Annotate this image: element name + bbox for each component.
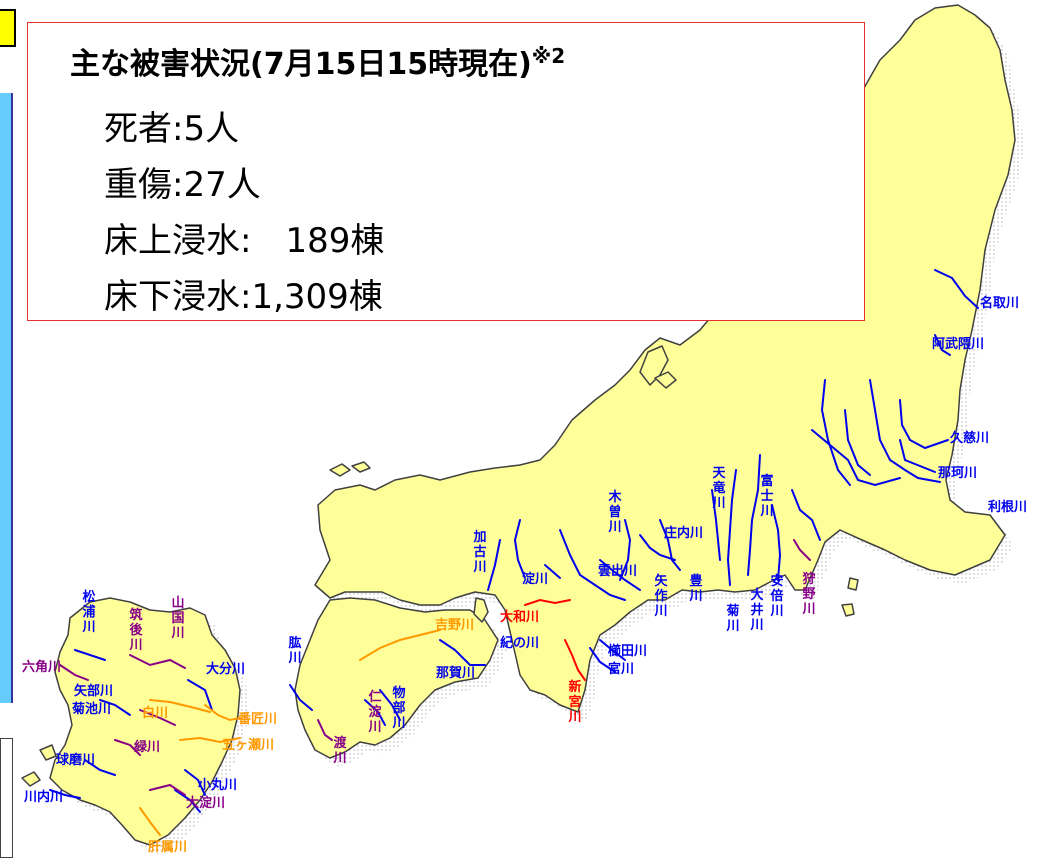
- river-label-hiji: 肱川: [288, 636, 302, 666]
- river-label-shingu: 新宮川: [568, 680, 582, 725]
- river-label-kimotsuki: 肝属川: [148, 840, 188, 855]
- izu-island-2: [841, 603, 855, 617]
- river-label-kiso: 木曽川: [608, 490, 622, 535]
- izu-island-1: [847, 577, 859, 591]
- damage-above-floor-flooding: 床上浸水: 189棟: [104, 221, 385, 261]
- rivers-blue: [49, 269, 979, 813]
- rivers-red: [524, 598, 586, 681]
- river-label-monobe: 物部川: [392, 686, 406, 731]
- river-label-shonai: 庄内川: [664, 526, 704, 541]
- river-label-kano: 狩野川: [802, 572, 816, 617]
- damage-below-floor-flooding: 床下浸水:1,309棟: [104, 277, 383, 317]
- river-label-watari: 渡川: [333, 736, 347, 766]
- noto-peninsula: [639, 345, 669, 386]
- river-label-kino: 紀の川: [500, 636, 540, 651]
- koshiki-islands: [21, 771, 41, 787]
- river-label-abe: 安倍川: [770, 574, 784, 619]
- damage-serious-injuries: 重傷:27人: [104, 165, 261, 205]
- river-label-kikugawa: 菊川: [726, 604, 740, 634]
- oki-islands: [329, 461, 371, 477]
- rivers-orange: [139, 629, 441, 836]
- left-side-panel: [0, 93, 13, 703]
- river-label-kumozu: 雲出川: [598, 564, 638, 579]
- river-label-yabe: 矢部川: [74, 684, 114, 699]
- river-label-kikuchi: 菊池川: [72, 702, 112, 717]
- rivers-purple: [59, 539, 811, 796]
- kyushu: [49, 597, 241, 846]
- river-label-omaru: 小丸川: [198, 778, 238, 793]
- river-label-shira: 白川: [142, 706, 169, 721]
- damage-summary-title-text: 主な被害状況(7月15日15時現在): [70, 47, 532, 82]
- river-label-niyodo: 仁淀川: [368, 690, 382, 735]
- left-lower-box: [0, 738, 13, 858]
- river-label-tone: 利根川: [988, 500, 1028, 515]
- river-label-oyodo: 大淀川: [186, 796, 226, 811]
- river-label-rokkaku: 六角川: [22, 660, 62, 675]
- river-label-fuji: 富士川: [760, 474, 774, 519]
- sado-island: [654, 371, 677, 389]
- river-label-yahagi: 矢作川: [654, 574, 668, 619]
- river-label-yodo: 淀川: [522, 572, 549, 587]
- river-label-matsuura: 松浦川: [82, 590, 96, 635]
- river-label-naka: 那珂川: [938, 466, 978, 481]
- river-label-sendai: 川内川: [24, 790, 64, 805]
- damage-deaths: 死者:5人: [104, 109, 240, 149]
- river-label-tenryu: 天竜川: [712, 466, 726, 511]
- river-label-naka-shikoku: 那賀川: [436, 666, 476, 681]
- river-label-banjo: 番匠川: [238, 712, 278, 727]
- river-label-yamato: 大和川: [500, 610, 540, 625]
- river-label-oita: 大分川: [206, 662, 246, 677]
- amakusa: [39, 744, 57, 761]
- damage-summary-note: ※2: [531, 44, 566, 68]
- awaji-island: [473, 597, 489, 623]
- damage-summary-title: 主な被害状況(7月15日15時現在)※2: [70, 39, 565, 83]
- river-label-kako: 加古川: [473, 530, 487, 575]
- river-label-yamakuni: 山国川: [171, 596, 185, 641]
- shikoku: [294, 597, 499, 759]
- river-label-kushida: 櫛田川: [608, 644, 648, 659]
- river-label-kuma: 球磨川: [56, 753, 96, 768]
- legend-tag: [0, 9, 16, 47]
- river-label-chikugo: 筑後川: [129, 608, 143, 653]
- river-label-gokase: 五ヶ瀬川: [222, 738, 275, 753]
- river-label-toyo: 豊川: [689, 574, 703, 604]
- damage-summary-box: 主な被害状況(7月15日15時現在)※2 死者:5人 重傷:27人 床上浸水: …: [27, 22, 865, 321]
- river-label-yoshino: 吉野川: [435, 618, 475, 633]
- river-label-miya: 宮川: [608, 662, 635, 677]
- river-label-abukuma: 阿武隈川: [932, 337, 985, 352]
- river-label-natori: 名取川: [980, 296, 1020, 311]
- river-label-midori: 緑川: [134, 740, 161, 755]
- river-label-kuji: 久慈川: [950, 431, 990, 446]
- river-label-oi: 大井川: [750, 588, 764, 633]
